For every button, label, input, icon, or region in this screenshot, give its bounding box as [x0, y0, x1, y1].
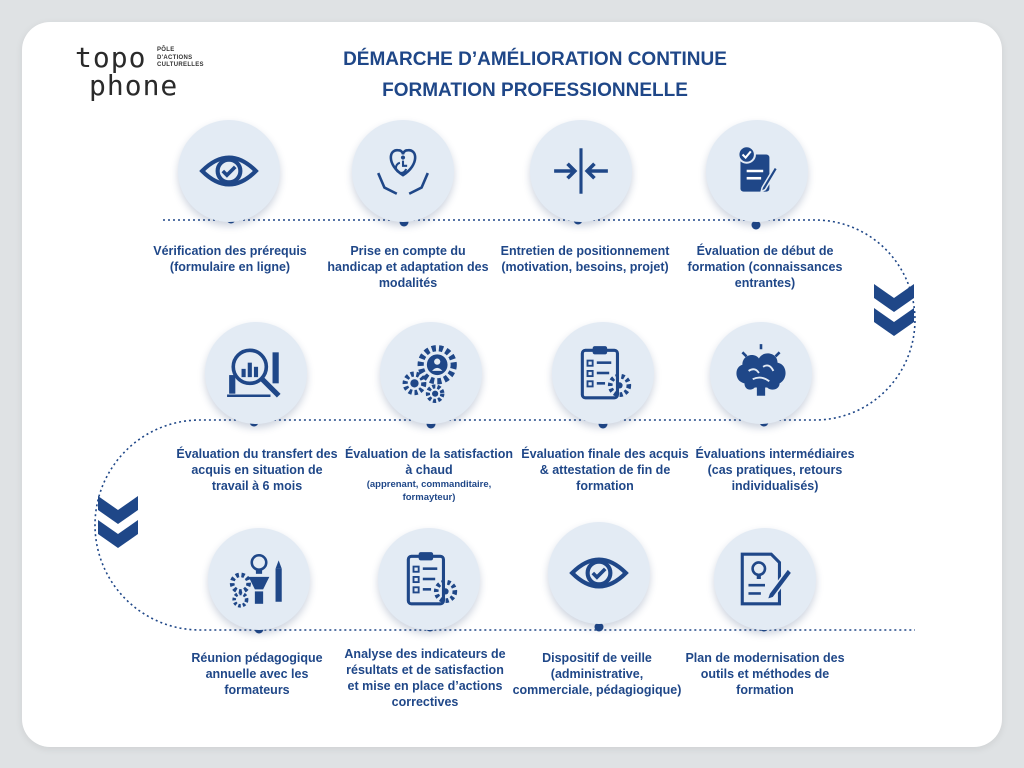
title-line-1: DÉMARCHE D’AMÉLIORATION CONTINUE — [343, 49, 727, 70]
topophone-logo: topo phone PÔLE D'ACTIONS CULTURELLES — [75, 44, 235, 106]
logo-sub-line: D'ACTIONS — [157, 54, 193, 61]
step-label: Prise en compte du handicap et adaptatio… — [327, 244, 489, 290]
step-circle — [378, 528, 480, 630]
step-label: Analyse des indicateurs de résultats et … — [344, 647, 506, 709]
clipboard-gear-icon — [406, 552, 458, 606]
clipboard-gear-icon — [580, 346, 632, 400]
heart-hands-accessibility-icon — [377, 149, 429, 195]
logo-sub-line: PÔLE — [157, 47, 175, 53]
gears-idea-icon — [229, 553, 282, 608]
step-circle — [552, 322, 654, 424]
brain-icon — [736, 344, 786, 396]
logo-sub-line: CULTURELLES — [157, 62, 204, 68]
chevron-down-icon — [98, 496, 138, 548]
step-label-group: Évaluation de la satisfaction à chaud (a… — [344, 446, 514, 504]
step-note: (apprenant, commanditaire, formayteur) — [366, 479, 492, 503]
arrows-converge-icon — [554, 148, 608, 194]
page-title: DÉMARCHE D’AMÉLIORATION CONTINUE FORMATI… — [270, 44, 800, 106]
step-label: Entretien de positionnement (motivation,… — [500, 244, 670, 274]
step-label: Évaluation de la satisfaction à chaud — [344, 447, 514, 477]
step-label: Évaluations intermédiaires (cas pratique… — [695, 447, 855, 493]
logo-word-bottom: phone — [89, 69, 179, 102]
checklist-pen-icon — [737, 145, 779, 194]
document-pen-idea-icon — [740, 552, 793, 606]
step-label: Dispositif de veille (administrative, co… — [512, 651, 682, 697]
step-circle — [714, 528, 816, 630]
magnifier-chart-icon — [227, 348, 281, 398]
step-circle — [205, 322, 307, 424]
title-line-2: FORMATION PROFESSIONNELLE — [382, 80, 688, 101]
logo-subtitle: PÔLE D'ACTIONS CULTURELLES — [157, 47, 204, 70]
logo-word-top: topo — [75, 41, 147, 74]
step-label: Plan de modernisation des outils et méth… — [685, 651, 845, 697]
step-label: Évaluation du transfert des acquis en si… — [176, 447, 338, 493]
step-label: Évaluation finale des acquis & attestati… — [521, 447, 689, 493]
step-circle — [548, 522, 650, 624]
step-circle — [178, 120, 280, 222]
eye-icon — [569, 557, 629, 589]
step-label: Vérification des prérequis (formulaire e… — [153, 244, 307, 274]
step-circle — [352, 120, 454, 222]
eye-icon — [199, 155, 259, 187]
step-circle — [208, 528, 310, 630]
step-label: Évaluation de début de formation (connai… — [687, 244, 843, 290]
step-circle — [710, 322, 812, 424]
step-circle — [380, 322, 482, 424]
step-circle — [530, 120, 632, 222]
chevron-down-icon — [874, 284, 914, 336]
step-label: Réunion pédagogique annuelle avec les fo… — [191, 651, 323, 697]
gears-person-icon — [402, 345, 457, 403]
step-circle — [706, 120, 808, 222]
